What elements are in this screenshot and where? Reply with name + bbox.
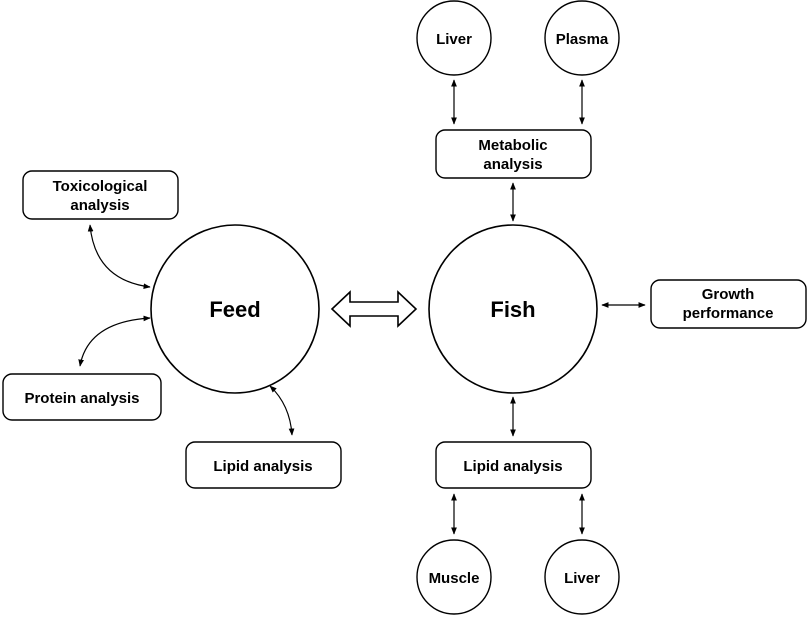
- feed-label: Feed: [209, 297, 260, 322]
- muscle-circle: [416, 539, 492, 615]
- fish-circle: [428, 224, 598, 394]
- fish-lipid-analysis-node: Lipid analysis: [435, 441, 592, 489]
- feed-fish-double-arrow: [330, 290, 418, 328]
- feed-lipid-analysis-label: Lipid analysis: [213, 458, 312, 475]
- muscle-node: Muscle: [416, 539, 492, 615]
- plasma-circle: [544, 0, 620, 76]
- liver-bottom-label: Liver: [564, 570, 600, 587]
- feed-protein-arrow: [78, 315, 151, 367]
- feed-node: Feed: [150, 224, 320, 394]
- feed-lipid-analysis-node: Lipid analysis: [185, 441, 342, 489]
- metabolic-analysis-box: [435, 129, 592, 179]
- protein-analysis-label: Protein analysis: [24, 390, 139, 407]
- protein-analysis-box: [2, 373, 162, 421]
- liver-top-node: Liver: [416, 0, 492, 76]
- growth-performance-label-line1: Growth: [702, 286, 755, 303]
- toxicological-analysis-label-line1: Toxicological: [53, 178, 148, 195]
- growth-performance-box: [650, 279, 807, 329]
- liver-bottom-circle: [544, 539, 620, 615]
- plasma-label: Plasma: [556, 31, 609, 48]
- feed-toxicological-arrow: [87, 224, 151, 290]
- muscle-label: Muscle: [429, 570, 480, 587]
- fish-lipid-analysis-box: [435, 441, 592, 489]
- toxicological-analysis-node: Toxicological analysis: [22, 170, 179, 220]
- fish-label: Fish: [490, 297, 535, 322]
- fish-node: Fish: [428, 224, 598, 394]
- protein-analysis-node: Protein analysis: [2, 373, 162, 421]
- plasma-node: Plasma: [544, 0, 620, 76]
- feed-lipid-arrow: [269, 385, 295, 436]
- liver-top-circle: [416, 0, 492, 76]
- liver-top-label: Liver: [436, 31, 472, 48]
- growth-performance-node: Growth performance: [650, 279, 807, 329]
- toxicological-analysis-label-line2: analysis: [70, 197, 129, 214]
- metabolic-analysis-label-line1: Metabolic: [478, 137, 547, 154]
- toxicological-analysis-box: [22, 170, 179, 220]
- liver-bottom-node: Liver: [544, 539, 620, 615]
- fish-lipid-analysis-label: Lipid analysis: [463, 458, 562, 475]
- feed-lipid-analysis-box: [185, 441, 342, 489]
- metabolic-analysis-node: Metabolic analysis: [435, 129, 592, 179]
- growth-performance-label-line2: performance: [683, 305, 774, 322]
- feed-circle: [150, 224, 320, 394]
- metabolic-analysis-label-line2: analysis: [483, 156, 542, 173]
